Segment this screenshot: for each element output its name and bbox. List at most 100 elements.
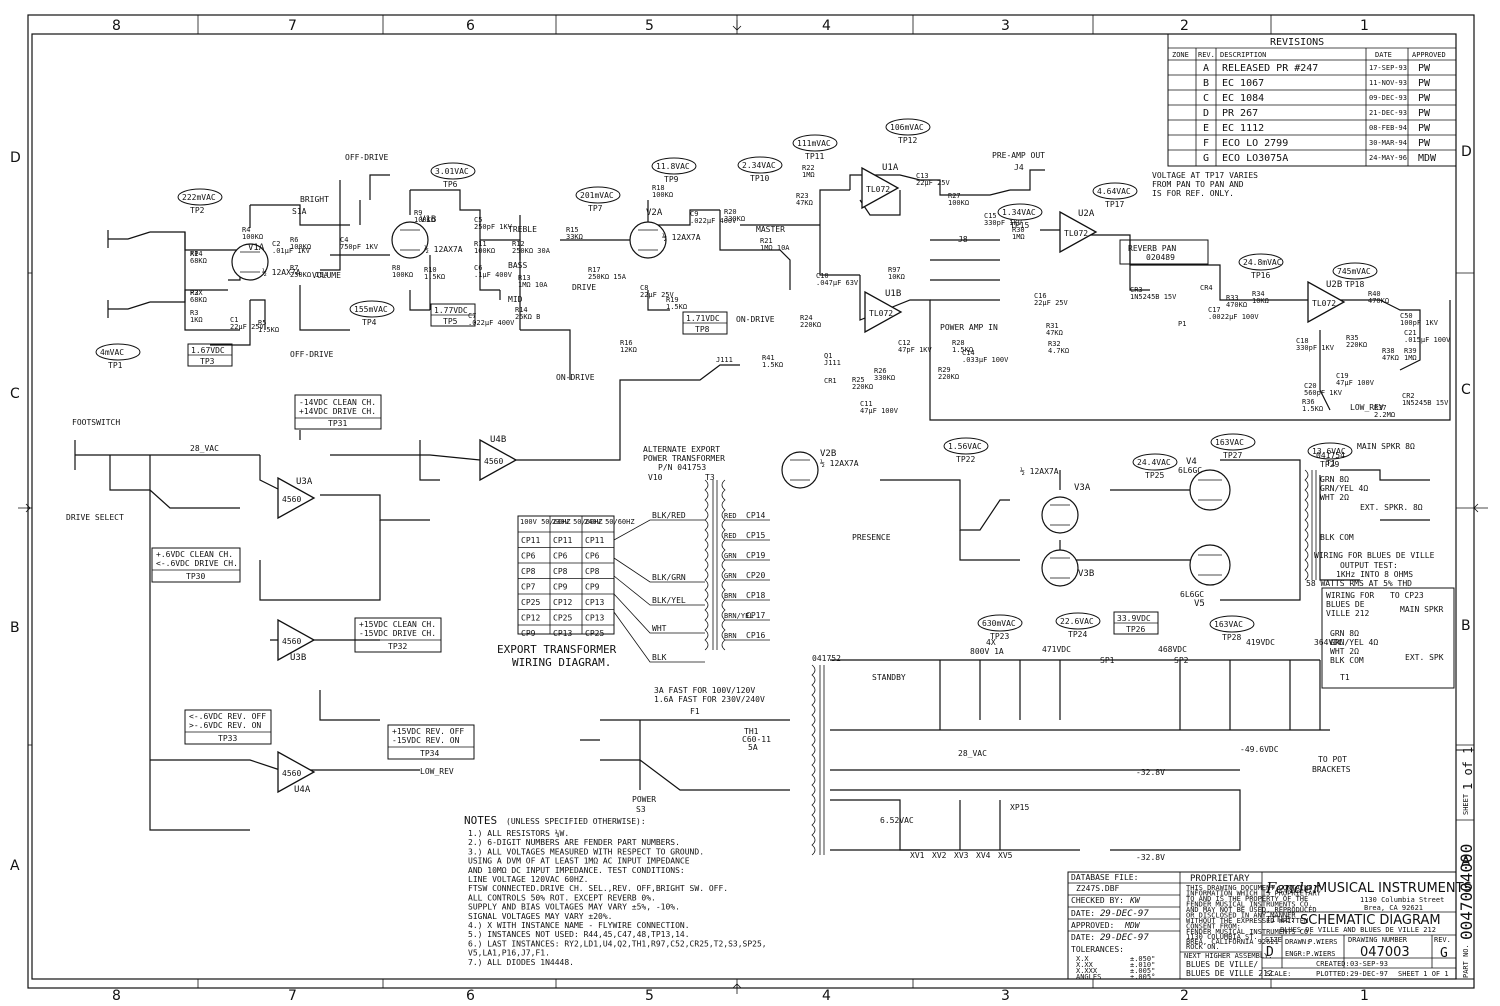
tp-value: 1.34VAC — [1002, 208, 1036, 217]
component-value: .047µF 63V — [816, 279, 859, 287]
note-12: 6.) LAST INSTANCES: RY2,LD1,U4,Q2,TH1,R9… — [468, 939, 767, 948]
tb-rev: G — [1440, 946, 1448, 961]
component-26: C9.022µF 400V — [690, 210, 737, 225]
component-value: 47µF 100V — [860, 407, 899, 415]
component-value: .015µF 100V — [1404, 336, 1451, 344]
tolerance-3-value: ±.005° — [1130, 973, 1155, 981]
tp-ellipse — [792, 134, 838, 152]
component-ref: R34 — [1252, 290, 1265, 298]
component-value: 47KΩ — [1046, 329, 1063, 337]
export-wire-4: BLK — [652, 653, 667, 662]
wiring-212-box — [1321, 587, 1455, 689]
t1-pn-label: 041754 — [1316, 451, 1345, 460]
main-spkr-label: MAIN SPKR 8Ω — [1357, 442, 1415, 451]
component-value: 25KΩ B — [515, 313, 540, 321]
tp-ellipse — [943, 437, 989, 455]
zone-labels: 8 7 6 5 4 3 2 1 8 7 6 5 4 3 2 1 D C B A … — [10, 18, 1472, 1004]
export-tap-color-1: RED — [724, 532, 737, 540]
wiring-title-3: 1KHz INTO 8 OHMS — [1336, 570, 1413, 579]
tb-created: 03-SEP-93 — [1350, 960, 1388, 968]
component-value: .022µF 400V — [468, 319, 515, 327]
tp31-line1: -14VDC CLEAN CH. — [299, 398, 376, 407]
tube-v3a-label: ½ 12AX7A — [1020, 466, 1059, 476]
component-value: 47pF 1KV — [898, 346, 933, 354]
export-tap-color-6: BRN — [724, 632, 737, 640]
tolerance-0-key: X.X — [1076, 955, 1089, 963]
component-ref: CR4 — [1200, 284, 1213, 292]
export-wire-1: BLK/GRN — [652, 573, 686, 582]
v-28vac-label-2: 28_VAC — [190, 444, 219, 453]
component-ref: R16 — [620, 339, 633, 347]
wht2-label: WHT 2Ω — [1320, 493, 1349, 502]
rev-col-approved: APPROVED — [1412, 51, 1446, 59]
export-tap-color-2: GRN — [724, 552, 737, 560]
note-4: AND 10MΩ DC INPUT IMPEDANCE. TEST CONDIT… — [468, 866, 685, 875]
voltage-note-2: FROM PAN TO PAN AND — [1152, 180, 1244, 189]
tp-id: TP12 — [898, 136, 917, 145]
blk-com-label: BLK COM — [1320, 533, 1354, 542]
component-ref: R14 — [515, 306, 528, 314]
proprietary-line-4: AND MAY NOT BE USED, REPRODUCED — [1186, 906, 1317, 914]
zone-left-b: B — [10, 620, 20, 636]
export-cell-5-1: CP25 — [553, 614, 572, 623]
rev-col-zone: ZONE — [1172, 51, 1189, 59]
voltage-note-3: IS FOR REF. ONLY. — [1152, 189, 1234, 198]
tp-value: 13.6VAC — [1312, 447, 1346, 456]
side-strip — [1455, 749, 1475, 980]
t1-2-label: T1 — [1340, 673, 1350, 682]
tb-size-label: SIZE — [1265, 936, 1282, 944]
tb-size: D — [1266, 945, 1274, 960]
rev-row-5-date: 30-MAR-94 — [1369, 139, 1407, 147]
tp-ellipse — [1307, 442, 1353, 460]
zone-bottom-3: 3 — [1001, 988, 1010, 1004]
component-ref: R36 — [1302, 398, 1315, 406]
component-ref: R25 — [852, 376, 865, 384]
export-title-2: WIRING DIAGRAM. — [512, 656, 611, 669]
proprietary-line-3: FENDER MUSICAL INSTRUMENTS CO. — [1186, 901, 1312, 909]
component-ref: R28 — [952, 339, 965, 347]
component-value: 1MΩ — [802, 171, 815, 179]
component-ref: R37 — [1374, 404, 1387, 412]
tp32-line2: -15VDC DRIVE CH. — [359, 629, 436, 638]
component-value: 1.5KΩ — [258, 326, 279, 334]
zone-top-8: 8 — [112, 18, 121, 34]
tb-dwgno-label: DRAWING NUMBER — [1348, 936, 1408, 944]
tp-value: 11.8VAC — [656, 162, 690, 171]
to-pot-1: TO POT — [1318, 755, 1347, 764]
tb-engr: P.WIERS — [1306, 950, 1336, 958]
zone-top-7: 7 — [288, 18, 297, 34]
component-ref: C50 — [1400, 312, 1413, 320]
component-value: 22µF 25V — [640, 291, 675, 299]
component-ref: R29 — [938, 366, 951, 374]
note-10: 4.) X WITH INSTANCE NAME - FLYWIRE CONNE… — [468, 921, 690, 930]
low-rev-label-2: LOW_REV — [420, 767, 454, 776]
reverb-pan-box — [1119, 239, 1209, 265]
component-ref: C16 — [1034, 292, 1047, 300]
master-label: MASTER — [756, 225, 785, 234]
component-value: 47KΩ — [796, 199, 813, 207]
tolerance-2-value: ±.005" — [1130, 967, 1155, 975]
tp-value: 155mVAC — [354, 305, 388, 314]
component-16: C6.1µF 400V — [474, 264, 513, 279]
component-value: 220KΩ — [1346, 341, 1367, 349]
export-tap-5: CP17 — [746, 611, 765, 620]
component-value: 33KΩ — [566, 233, 583, 241]
tp31-id: TP31 — [328, 419, 347, 428]
v-28vac-label: 28_VAC — [958, 749, 987, 758]
zone-top-6: 6 — [466, 18, 475, 34]
tb-engr-label: ENGR: — [1285, 950, 1306, 958]
